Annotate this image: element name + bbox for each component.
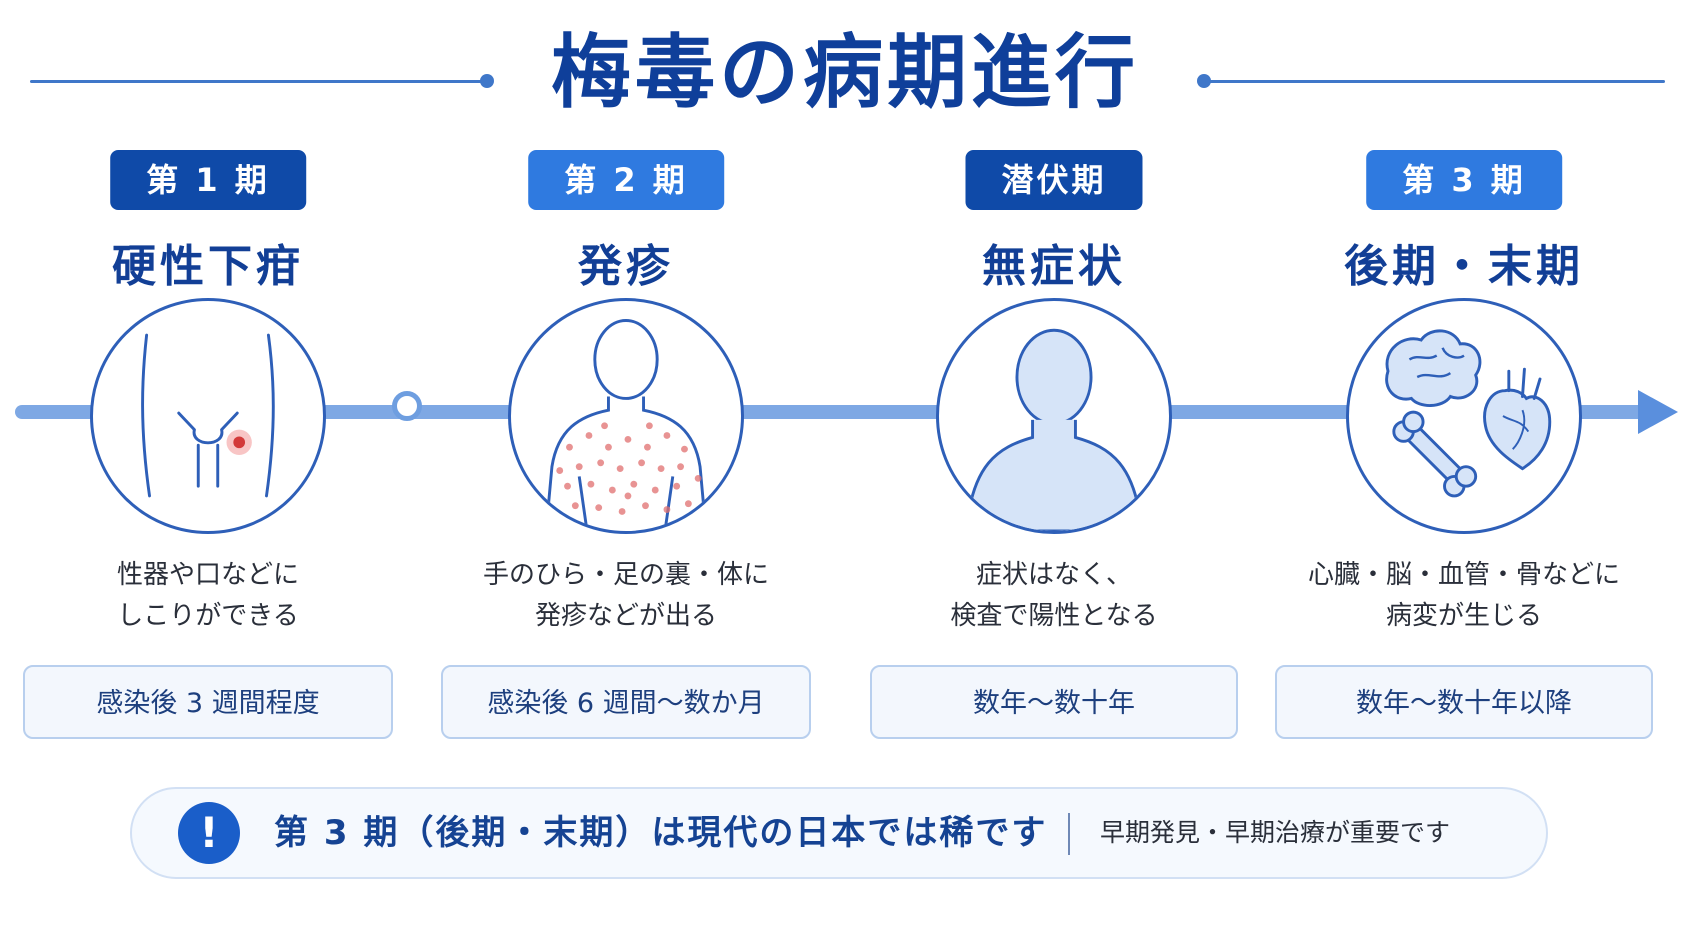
title-dot-right (1197, 74, 1211, 88)
stage-label: 第 1 期 (110, 150, 306, 210)
title-line-left (30, 80, 488, 83)
stage-period: 数年〜数十年 (870, 665, 1238, 739)
stage-name: 後期・末期 (1344, 241, 1584, 292)
stage-2: 第 2 期 発疹 手のひら・足の裏・体に 発疹などが出る 感染後 6 週間〜数か… (441, 150, 811, 750)
stage-3: 潜伏期 無症状 症状はなく、 検査で陽性となる 数年〜数十年 (870, 150, 1238, 750)
stage-period: 感染後 6 週間〜数か月 (441, 665, 811, 739)
body-rash-icon (508, 298, 744, 534)
stage-description: 症状はなく、 検査で陽性となる (950, 560, 1158, 631)
timeline-bar (15, 405, 1645, 419)
title-dot-left (480, 74, 494, 88)
note-main-text: 第 3 期（後期・末期）は現代の日本では稀です (274, 813, 1048, 853)
title-area: 梅毒の病期進行 (0, 18, 1693, 128)
timeline-arrow-icon (1638, 390, 1678, 434)
stage-description: 手のひら・足の裏・体に 発疹などが出る (482, 560, 769, 631)
bone-icon (1392, 410, 1478, 498)
stage-4: 第 3 期 後期・末期 心臓・脳・血管・骨などに 病変が生じ (1275, 150, 1653, 750)
stage-1: 第 1 期 硬性下疳 性器や口などに しこりができる 感染後 3 週間程度 (23, 150, 393, 750)
stage-name: 硬性下疳 (112, 241, 304, 292)
brain-icon (1385, 329, 1482, 407)
silhouette-icon (936, 298, 1172, 534)
stage-name: 発疹 (578, 241, 674, 292)
note-divider (1068, 813, 1070, 855)
stage-description: 心臓・脳・血管・骨などに 病変が生じる (1307, 560, 1620, 631)
stage-label: 第 2 期 (528, 150, 724, 210)
organs-icon (1346, 298, 1582, 534)
timeline-node (392, 391, 422, 421)
note-banner: ! 第 3 期（後期・末期）は現代の日本では稀です 早期発見・早期治療が重要です (130, 787, 1548, 879)
stage-label: 第 3 期 (1366, 150, 1562, 210)
stage-period: 感染後 3 週間程度 (23, 665, 393, 739)
exclamation-icon: ! (178, 802, 240, 864)
note-sub-text: 早期発見・早期治療が重要です (1100, 818, 1451, 847)
stage-description: 性器や口などに しこりができる (116, 560, 299, 631)
stage-label: 潜伏期 (965, 150, 1143, 210)
heart-icon (1483, 367, 1552, 471)
stage-name: 無症状 (982, 241, 1126, 292)
pelvis-lesion-icon (90, 298, 326, 534)
stage-period: 数年〜数十年以降 (1275, 665, 1653, 739)
title-line-right (1205, 80, 1665, 83)
page-title: 梅毒の病期進行 (551, 26, 1139, 119)
